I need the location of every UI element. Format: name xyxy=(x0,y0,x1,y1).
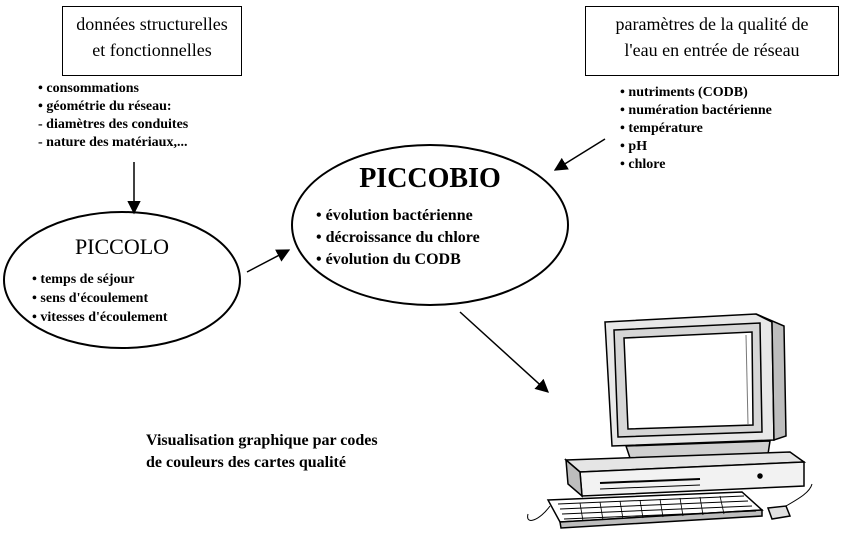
list-item: - nature des matériaux,... xyxy=(38,135,188,150)
list-item: • vitesses d'écoulement xyxy=(32,310,168,325)
list-item: • évolution bactérienne xyxy=(316,207,473,224)
input-box-title-line-1: données structurelles xyxy=(76,14,228,34)
piccolo-ellipse xyxy=(3,211,241,349)
computer-icon xyxy=(527,313,813,529)
list-item: • évolution du CODB xyxy=(316,251,461,268)
list-item: • pH xyxy=(620,139,648,154)
list-item: • décroissance du chlore xyxy=(316,229,480,246)
input-box-title-line-1: paramètres de la qualité de xyxy=(615,14,809,34)
input-box-water-quality: paramètres de la qualité de l'eau en ent… xyxy=(585,6,839,76)
piccobio-list: • évolution bactérienne • décroissance d… xyxy=(316,205,480,271)
piccobio-ellipse xyxy=(291,144,569,306)
arrow-right-box-to-piccobio xyxy=(553,138,606,171)
piccolo-title: PICCOLO xyxy=(74,234,170,259)
arrow-piccolo-to-piccobio xyxy=(246,249,291,273)
piccobio-node: PICCOBIO • évolution bactérienne • décro… xyxy=(292,145,568,305)
piccolo-node: PICCOLO • temps de séjour • sens d'écoul… xyxy=(4,212,240,348)
input-box-structural-data: données structurelles et fonctionnelles xyxy=(62,6,242,76)
structural-data-list: • consommations • géométrie du réseau: -… xyxy=(38,80,188,152)
piccolo-list: • temps de séjour • sens d'écoulement • … xyxy=(32,270,168,327)
caption-line-1: Visualisation graphique par codes xyxy=(146,432,378,449)
list-item: • sens d'écoulement xyxy=(32,291,149,306)
water-quality-list: • nutriments (CODB) • numération bactéri… xyxy=(620,84,772,174)
list-item: • consommations xyxy=(38,81,139,96)
list-item: • nutriments (CODB) xyxy=(620,85,748,100)
caption-line-2: de couleurs des cartes qualité xyxy=(146,454,346,471)
arrow-piccobio-to-computer xyxy=(459,311,549,393)
list-item: • température xyxy=(620,121,703,136)
list-item: • géométrie du réseau: xyxy=(38,99,172,114)
list-item: • numération bactérienne xyxy=(620,103,772,118)
input-box-title-line-2: l'eau en entrée de réseau xyxy=(624,40,800,60)
visualisation-caption: Visualisation graphique par codes de cou… xyxy=(146,430,378,474)
list-item: • temps de séjour xyxy=(32,272,135,287)
list-item: • chlore xyxy=(620,157,666,172)
piccobio-title: PICCOBIO xyxy=(359,163,501,194)
input-box-title-line-2: et fonctionnelles xyxy=(92,40,212,60)
list-item: - diamètres des conduites xyxy=(38,117,189,132)
